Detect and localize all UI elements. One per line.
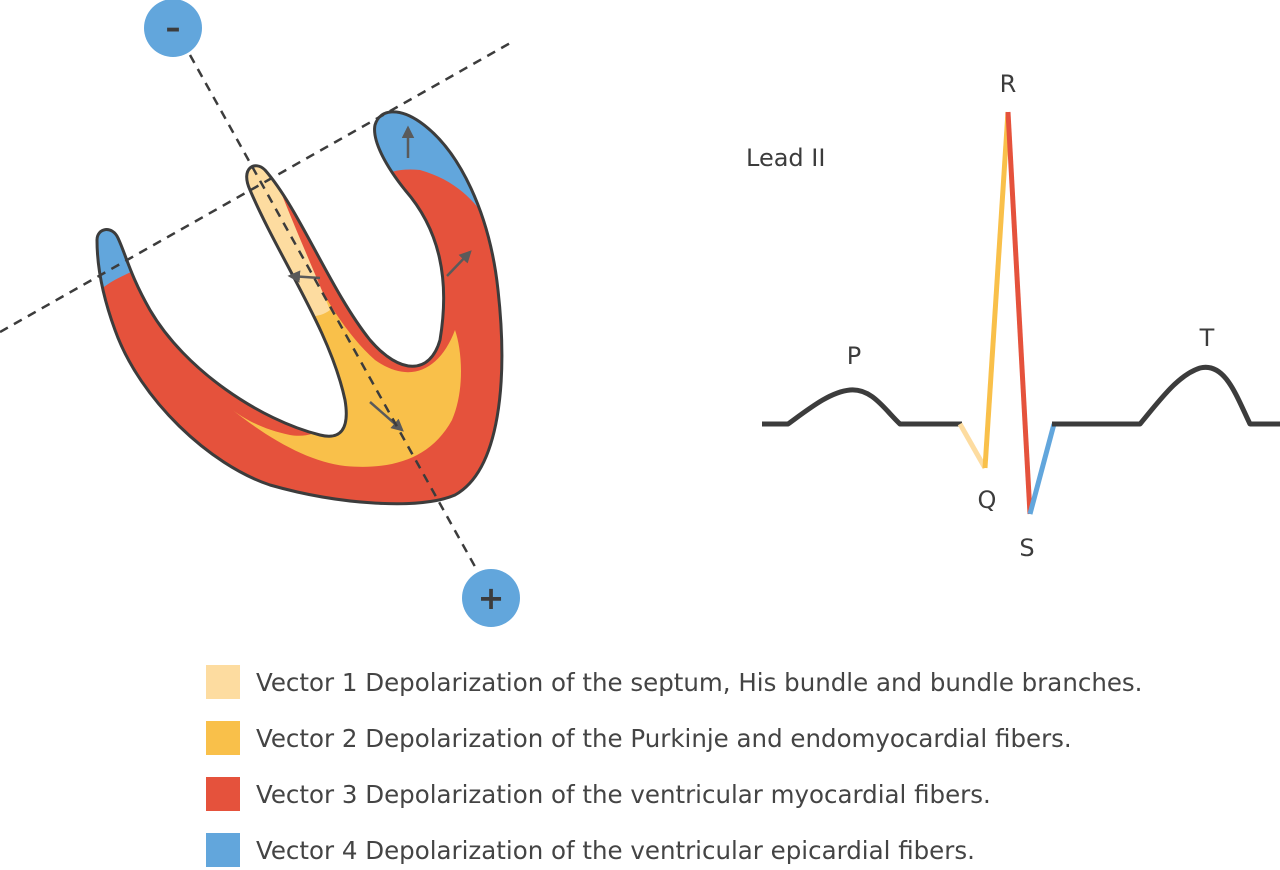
ecg-trace: [762, 111, 1280, 515]
legend-label-vector1: Vector 1 Depolarization of the septum, H…: [256, 667, 1143, 697]
legend-label-vector4: Vector 4 Depolarization of the ventricul…: [256, 835, 975, 865]
vector3-arrow: [446, 250, 472, 277]
ecg-r-upstroke: [982, 111, 1011, 469]
p-wave-label: P: [847, 342, 861, 370]
lead-axis-dashed-line: [188, 54, 480, 573]
legend-swatch-vector1: [206, 665, 240, 699]
epicardial-blue-right-tip: [360, 111, 490, 225]
s-wave-label: S: [1019, 534, 1034, 562]
heart-section: [95, 110, 504, 506]
legend-item-vector4: Vector 4 Depolarization of the ventricul…: [206, 830, 1266, 870]
r-wave-label: R: [1000, 70, 1017, 98]
ecg-s-return: [1027, 423, 1057, 515]
legend-swatch-vector2: [206, 721, 240, 755]
ecg-q-segment: [957, 422, 988, 470]
legend-swatch-vector3: [206, 777, 240, 811]
negative-electrode: –: [144, 0, 202, 57]
heart-outline: [95, 110, 504, 506]
negative-electrode-label: –: [166, 11, 181, 46]
legend-item-vector2: Vector 2 Depolarization of the Purkinje …: [206, 718, 1266, 758]
ecg-r-downstroke: [1005, 111, 1033, 515]
ecg-baseline-t-wave: [1052, 364, 1280, 427]
t-wave-label: T: [1199, 324, 1215, 352]
legend-label-vector2: Vector 2 Depolarization of the Purkinje …: [256, 723, 1072, 753]
q-wave-label: Q: [978, 486, 997, 514]
legend-item-vector3: Vector 3 Depolarization of the ventricul…: [206, 774, 1266, 814]
positive-electrode: +: [462, 569, 520, 627]
legend-item-vector1: Vector 1 Depolarization of the septum, H…: [206, 662, 1266, 702]
ecg-baseline-p-wave: [762, 387, 962, 427]
lead-label: Lead II: [746, 144, 825, 172]
vector1-arrow: [287, 270, 321, 283]
legend-swatch-vector4: [206, 833, 240, 867]
septum-light-region: [245, 166, 330, 317]
legend-label-vector3: Vector 3 Depolarization of the ventricul…: [256, 779, 991, 809]
perpendicular-dashed-line: [0, 40, 513, 334]
positive-electrode-label: +: [478, 579, 505, 617]
